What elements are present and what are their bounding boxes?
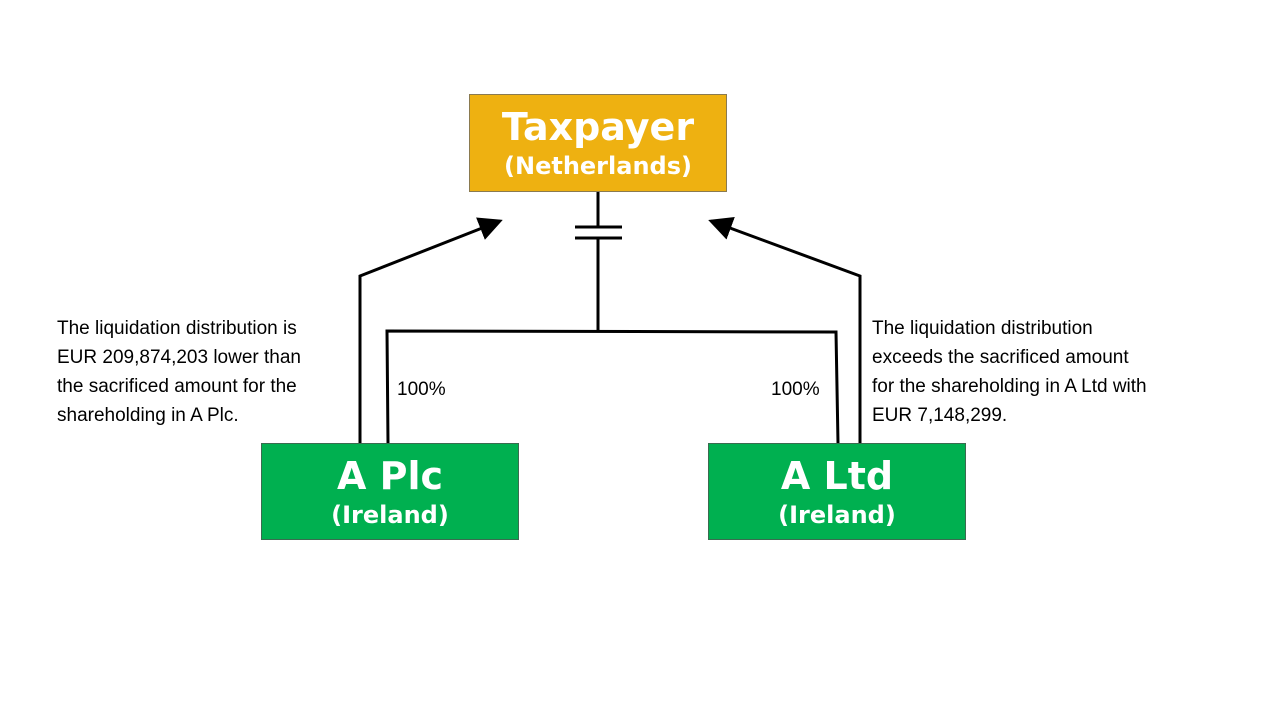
a-plc-box: A Plc (Ireland) bbox=[261, 443, 519, 540]
a-ltd-country: (Ireland) bbox=[778, 500, 896, 529]
taxpayer-box: Taxpayer (Netherlands) bbox=[469, 94, 727, 192]
taxpayer-title: Taxpayer bbox=[501, 105, 695, 149]
a-ltd-title: A Ltd bbox=[780, 453, 894, 498]
a-plc-ownership: 100% bbox=[397, 379, 446, 400]
left-note: The liquidation distribution is EUR 209,… bbox=[57, 314, 301, 430]
distribution-arrow-left bbox=[358, 217, 503, 443]
right-note-line: for the shareholding in A Ltd with bbox=[872, 376, 1147, 397]
a-plc-country: (Ireland) bbox=[331, 500, 449, 529]
left-note-line: EUR 209,874,203 lower than bbox=[57, 347, 301, 368]
left-note-line: the sacrificed amount for the bbox=[57, 376, 297, 397]
a-ltd-ownership: 100% bbox=[771, 379, 820, 400]
left-note-line: The liquidation distribution is bbox=[57, 318, 297, 339]
taxpayer-country: (Netherlands) bbox=[504, 152, 692, 180]
right-note-line: The liquidation distribution bbox=[872, 318, 1093, 339]
ownership-branch bbox=[385, 329, 840, 444]
a-plc-title: A Plc bbox=[336, 453, 444, 498]
distribution-arrow-right bbox=[708, 217, 862, 443]
right-note-line: exceeds the sacrificed amount bbox=[872, 347, 1129, 368]
left-note-line: shareholding in A Plc. bbox=[57, 405, 239, 426]
right-note-line: EUR 7,148,299. bbox=[872, 405, 1008, 426]
a-ltd-box: A Ltd (Ireland) bbox=[708, 443, 966, 540]
right-note: The liquidation distribution exceeds the… bbox=[872, 314, 1147, 430]
